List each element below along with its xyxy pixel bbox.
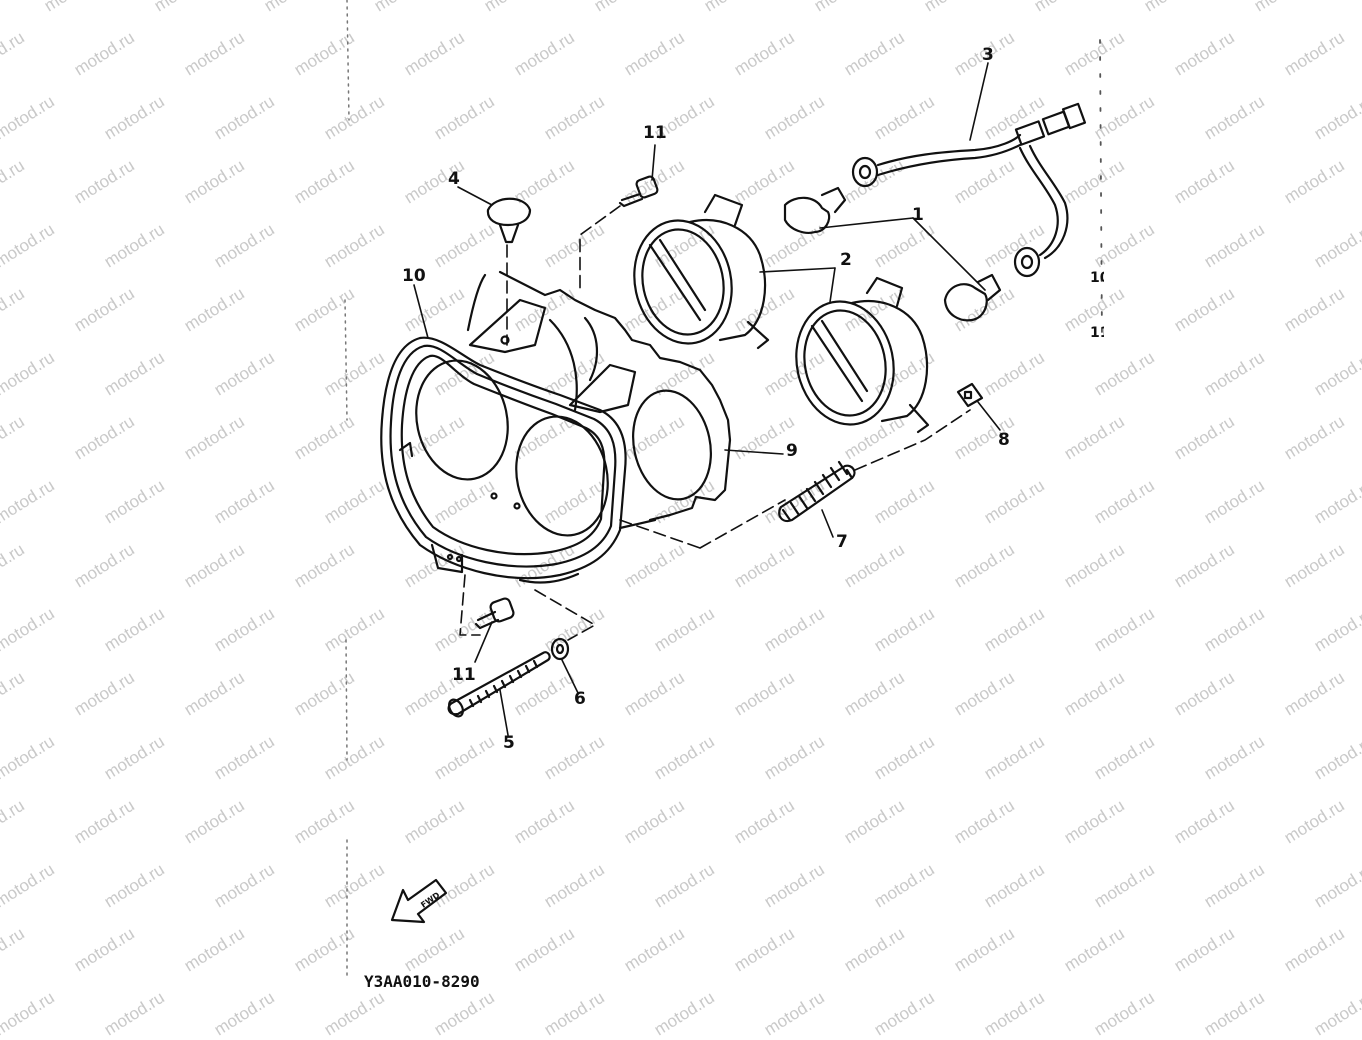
headlight-unit-upper [633,193,770,350]
fwd-arrow [390,878,448,924]
callout-2: 2 [840,250,852,270]
callout-7: 7 [836,532,848,552]
callout-3: 3 [982,45,994,65]
callout-1: 1 [912,205,924,225]
edge-mark-10: 10 [1090,270,1104,286]
nut [550,637,570,661]
inner-panel [466,270,732,522]
callout-9: 9 [786,441,798,461]
clip-nut [956,382,984,408]
adjusting-bolt [447,651,551,718]
spring [778,460,856,523]
callout-11-upper: 11 [643,123,667,143]
fwd-label: FWD [419,890,442,910]
headlight-housing [380,298,657,584]
rivet [486,197,532,244]
edge-mark-11: 11 [1090,325,1104,341]
callout-5: 5 [503,733,515,753]
fwd-label-graphic: FWD [419,890,442,910]
wire-harness [851,102,1087,278]
screw-upper [618,175,659,208]
callout-11-lower: 11 [452,665,476,685]
scan-noise-right [1099,39,1103,341]
bulb-upper [783,186,847,234]
callout-6: 6 [574,689,586,709]
assembly-lines [459,205,971,641]
bulb-lower [943,273,1002,322]
diagram-reference-code: Y3AA010-8290 [364,972,480,991]
callout-10: 10 [402,266,426,286]
callout-4: 4 [448,169,460,189]
screw-lower [474,597,515,630]
callout-8: 8 [998,430,1010,450]
leader-lines [413,62,1001,736]
headlight-unit-lower [795,276,930,434]
scan-noise-left [344,0,350,981]
